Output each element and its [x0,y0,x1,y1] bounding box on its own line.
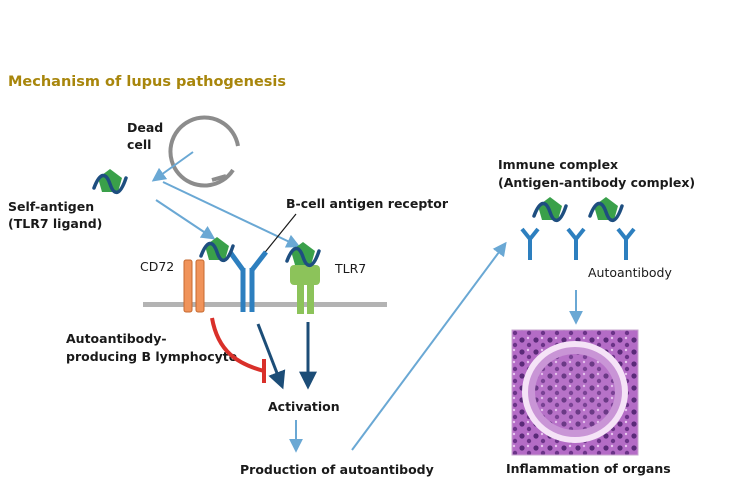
cd72-inhibition-arrow [210,317,266,383]
inflammation-label: Inflammation of organs [506,461,671,476]
cd72-receptor-icon [183,259,205,313]
immune-complex-label-1: Immune complex [498,157,618,172]
bound-antigen-icon [199,235,235,263]
production-to-complex-arrow [351,241,507,451]
dead-cell-icon [168,115,240,188]
complex-antigen-icon-2 [588,195,624,223]
tlr7-antigen-icon [285,240,321,268]
diagram-title: Mechanism of lupus pathogenesis [8,74,286,90]
autoantibody-label: Autoantibody [588,265,672,280]
bcr-activation-arrow [256,323,286,390]
antibody-icon-2 [566,227,586,262]
dead-cell-label-1: Dead [127,120,163,135]
release-arrow [151,151,194,182]
cell-membrane [143,302,387,307]
self-antigen-label-2: (TLR7 ligand) [8,216,102,231]
production-label: Production of autoantibody [240,462,434,477]
self-antigen-label-1: Self-antigen [8,199,94,214]
tlr7-label: TLR7 [334,261,366,276]
cd72-label: CD72 [140,259,174,274]
antigen-to-tlr7-arrow [162,181,301,248]
tissue-image [511,329,639,456]
complex-antigen-icon-1 [532,195,568,223]
bcr-pointer [261,213,297,257]
immune-complex-icon [520,195,636,262]
b-lymphocyte-label-1: Autoantibody- [66,331,167,346]
bcr-antibody-icon [227,250,268,312]
b-lymphocyte-label-2: producing B lymphocyte [66,349,237,364]
antigen-to-bcr-arrow [155,199,216,240]
self-antigen-icon [92,167,128,195]
tlr7-receptor-icon [290,265,320,314]
antibody-icon-1 [520,227,540,262]
bcr-label: B-cell antigen receptor [286,196,449,211]
dead-cell-label-2: cell [127,137,151,152]
immune-complex-label-2: (Antigen-antibody complex) [498,175,695,190]
antibody-icon-3 [616,227,636,262]
activation-label: Activation [268,399,340,414]
